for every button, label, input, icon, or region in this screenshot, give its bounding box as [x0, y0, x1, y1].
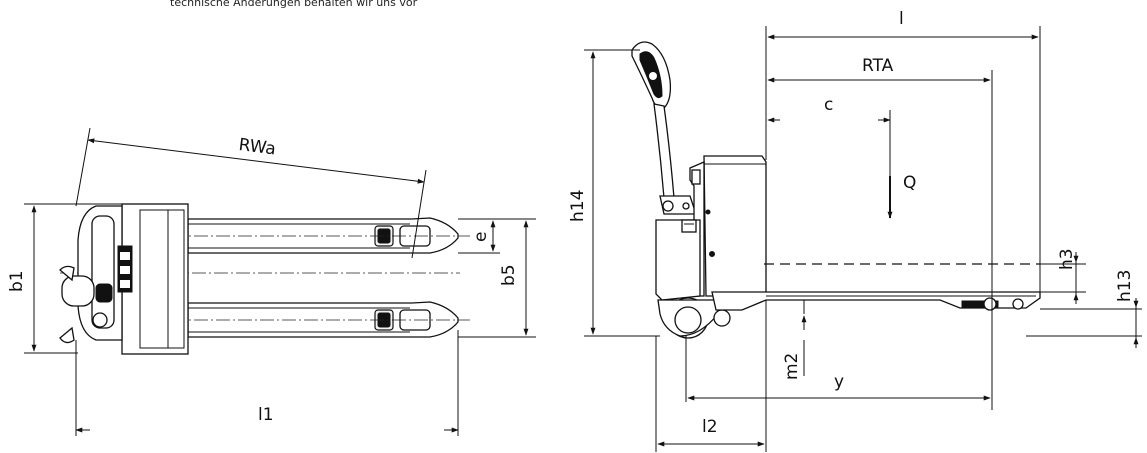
- side-view: h14 l RTA c Q h3 h13: [568, 9, 1142, 452]
- side-body: [703, 155, 767, 297]
- dim-rwa: RWa: [238, 135, 277, 159]
- dim-h13: h13: [1115, 270, 1135, 302]
- dim-m2: m2: [782, 353, 802, 380]
- dim-rta: RTA: [862, 56, 894, 76]
- tiller-handle: [59, 265, 113, 344]
- disclaimer-note: technische Änderungen behalten wir uns v…: [170, 0, 418, 9]
- load-q: Q: [903, 173, 916, 193]
- dim-l1: l1: [258, 405, 274, 425]
- dim-b1: b1: [7, 270, 27, 292]
- dim-c: c: [824, 95, 833, 115]
- side-tiller-head: [631, 41, 672, 109]
- dim-b5: b5: [499, 264, 519, 286]
- dim-h14: h14: [568, 190, 588, 222]
- truck-body-top: [121, 203, 189, 355]
- dim-h3: h3: [1057, 248, 1077, 270]
- dim-l2: l2: [702, 417, 718, 437]
- dim-l: l: [899, 9, 904, 29]
- dim-y: y: [834, 372, 844, 392]
- top-view: RWa b1 e b5 l1: [7, 127, 536, 436]
- dim-e: e: [471, 232, 491, 242]
